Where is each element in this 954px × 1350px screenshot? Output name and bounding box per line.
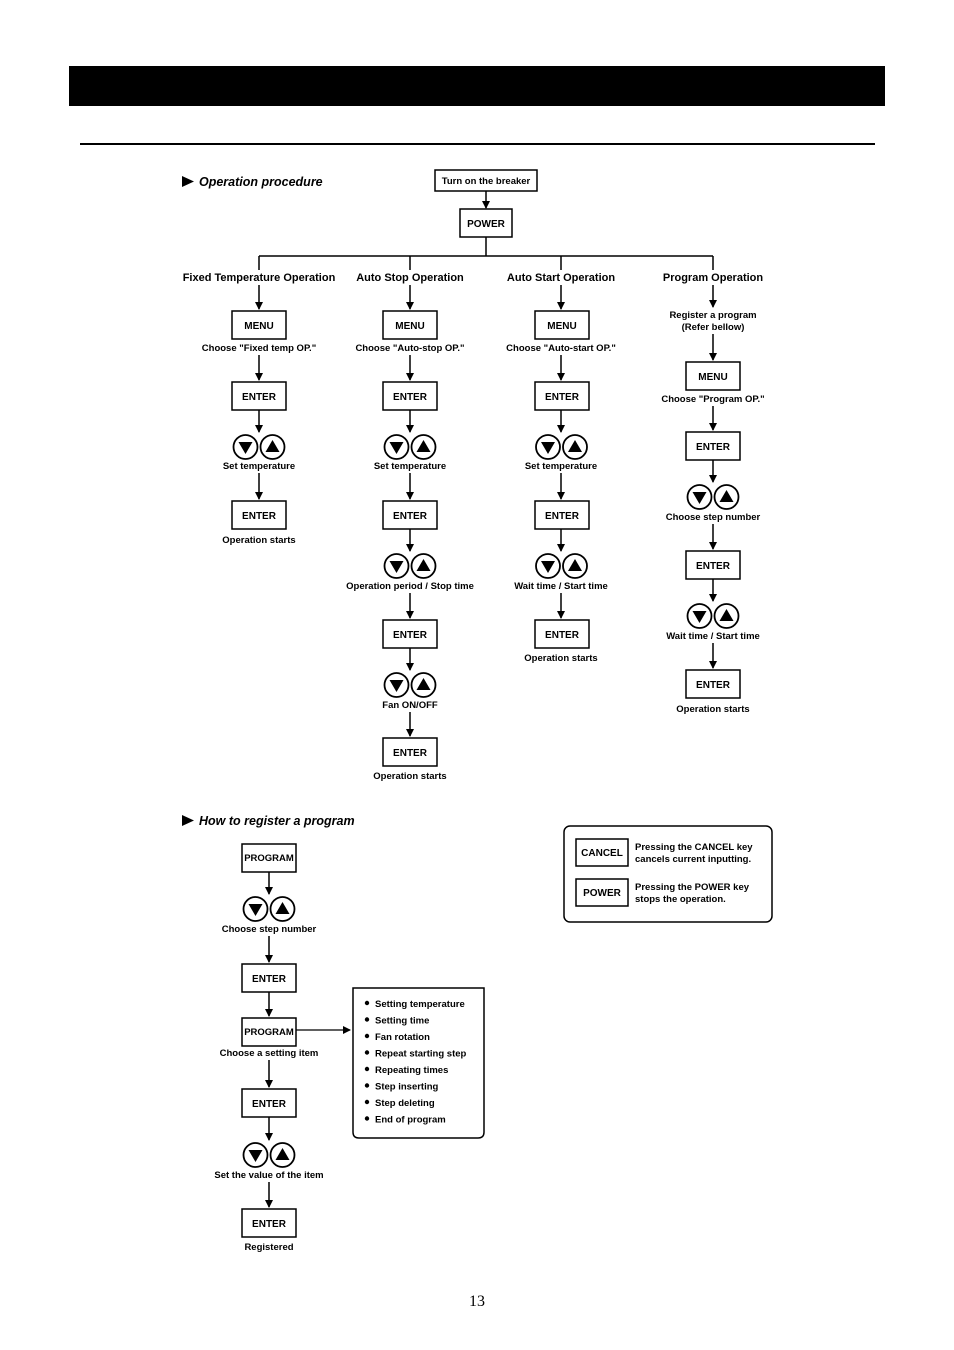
program-operation-column: Program Operation Register a program(Ref… <box>661 256 765 715</box>
down-up-keys-icon <box>383 434 437 460</box>
step-caption: Set temperature <box>223 461 295 472</box>
column-title: Program Operation <box>663 272 764 284</box>
setting-items-panel: Setting temperature Setting time Fan rot… <box>352 987 485 1139</box>
step-caption: Choose "Program OP." <box>661 394 764 405</box>
step-caption: Choose step number <box>222 924 317 935</box>
program-key: PROGRAM <box>244 1027 294 1038</box>
down-up-keys-icon <box>535 553 588 579</box>
power-step: POWER <box>459 208 513 238</box>
operation-procedure-heading: Operation procedure <box>182 175 323 189</box>
enter-key: ENTER <box>545 392 580 403</box>
enter-key: ENTER <box>252 1219 287 1230</box>
key-notes-panel: CANCEL Pressing the CANCEL key cancels c… <box>563 825 773 923</box>
cancel-key-label: CANCEL <box>581 848 623 859</box>
step-caption: Choose "Auto-start OP." <box>506 343 616 354</box>
power-note-line2: stops the operation. <box>635 894 726 905</box>
step-caption: Wait time / Start time <box>666 631 760 642</box>
list-item: Setting temperature <box>375 999 465 1010</box>
step-caption: Set temperature <box>525 461 597 472</box>
column-title: Auto Start Operation <box>507 272 615 284</box>
register-program-flow: PROGRAM Choose step number ENTER PROGRAM… <box>214 843 351 1253</box>
auto-start-column: Auto Start Operation MENU Choose "Auto-s… <box>506 256 616 664</box>
enter-key: ENTER <box>545 630 580 641</box>
down-up-keys-icon <box>383 553 437 579</box>
header-bar <box>69 66 885 106</box>
play-marker-icon <box>182 176 194 187</box>
register-program-heading: How to register a program <box>182 814 355 828</box>
cancel-note-line2: cancels current inputting. <box>635 854 751 865</box>
enter-key: ENTER <box>696 680 731 691</box>
list-item: End of program <box>375 1115 446 1126</box>
step-caption: Fan ON/OFF <box>382 700 438 711</box>
down-up-keys-icon <box>535 434 588 460</box>
step-caption: Set the value of the item <box>214 1170 323 1181</box>
step-caption: Choose a setting item <box>220 1048 319 1059</box>
enter-key: ENTER <box>696 442 731 453</box>
down-up-keys-icon <box>242 896 296 922</box>
down-up-keys-icon <box>686 484 740 510</box>
power-key-label: POWER <box>583 888 622 899</box>
cancel-key <box>575 838 629 867</box>
step-caption: Set temperature <box>374 461 446 472</box>
down-up-keys-icon <box>242 1142 296 1168</box>
list-item: Step inserting <box>375 1082 439 1093</box>
enter-key: ENTER <box>252 1099 287 1110</box>
step-caption: Operation starts <box>524 653 597 664</box>
step-caption: Choose step number <box>666 512 761 523</box>
step-caption: Operation starts <box>373 771 446 782</box>
enter-key: ENTER <box>393 392 428 403</box>
breaker-step: Turn on the breaker <box>434 169 538 192</box>
enter-key: ENTER <box>393 630 428 641</box>
down-up-keys-icon <box>686 603 740 629</box>
fixed-temperature-column: Fixed Temperature Operation MENU Choose … <box>183 256 336 546</box>
column-title: Fixed Temperature Operation <box>183 272 336 284</box>
enter-key: ENTER <box>242 511 277 522</box>
step-caption: Operation period / Stop time <box>346 581 474 592</box>
list-item: Step deleting <box>375 1098 435 1109</box>
down-up-keys-icon <box>232 434 286 460</box>
list-item: Repeat starting step <box>375 1049 467 1060</box>
power-note-line1: Pressing the POWER key <box>635 882 750 893</box>
play-marker-icon <box>182 815 194 826</box>
cancel-note-line1: Pressing the CANCEL key <box>635 842 753 853</box>
step-caption: Registered <box>244 1242 293 1253</box>
power-key <box>575 878 629 907</box>
register-program-note: Register a program(Refer bellow) <box>669 310 756 333</box>
menu-key: MENU <box>698 372 727 383</box>
menu-key: MENU <box>547 321 576 332</box>
menu-key: MENU <box>395 321 424 332</box>
page-number: 13 <box>469 1293 485 1310</box>
register-program-title: How to register a program <box>199 814 355 828</box>
menu-key: MENU <box>244 321 273 332</box>
setting-items-list: Setting temperature Setting time Fan rot… <box>364 999 467 1126</box>
step-caption: Wait time / Start time <box>514 581 608 592</box>
enter-key: ENTER <box>696 561 731 572</box>
step-caption: Operation starts <box>222 535 295 546</box>
list-item: Repeating times <box>375 1065 448 1076</box>
enter-key: ENTER <box>393 511 428 522</box>
list-item: Fan rotation <box>375 1032 430 1043</box>
list-item: Setting time <box>375 1016 429 1027</box>
step-caption: Choose "Fixed temp OP." <box>202 343 316 354</box>
enter-key: ENTER <box>393 748 428 759</box>
auto-stop-column: Auto Stop Operation MENU Choose "Auto-st… <box>346 256 474 782</box>
down-up-keys-icon <box>383 672 437 698</box>
breaker-label: Turn on the breaker <box>442 176 531 187</box>
power-label: POWER <box>467 219 506 230</box>
column-title: Auto Stop Operation <box>356 272 464 284</box>
operation-procedure-title: Operation procedure <box>199 175 323 189</box>
program-key: PROGRAM <box>244 853 294 864</box>
section-rule <box>80 143 875 145</box>
enter-key: ENTER <box>252 974 287 985</box>
step-caption: Choose "Auto-stop OP." <box>355 343 464 354</box>
enter-key: ENTER <box>545 511 580 522</box>
step-caption: Operation starts <box>676 704 749 715</box>
enter-key: ENTER <box>242 392 277 403</box>
